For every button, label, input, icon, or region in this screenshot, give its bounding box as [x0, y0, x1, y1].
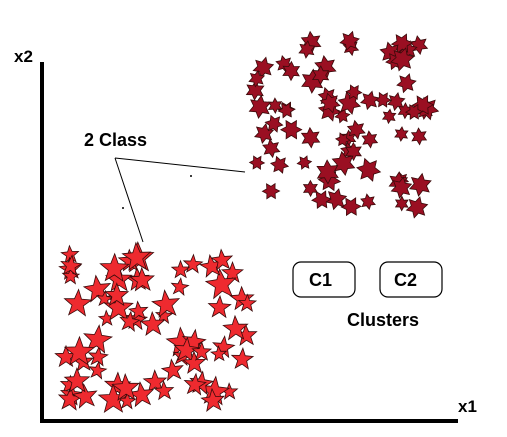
six-point-star-icon: [405, 196, 429, 219]
six-point-star-icon: [390, 33, 414, 54]
five-point-star-icon: [119, 310, 141, 333]
six-point-star-icon: [360, 193, 377, 211]
five-point-star-icon: [111, 373, 141, 401]
five-point-star-icon: [60, 254, 83, 277]
five-point-star-icon: [63, 367, 91, 393]
six-point-star-icon: [269, 155, 290, 174]
five-point-star-icon: [95, 289, 114, 308]
six-point-star-icon: [248, 155, 266, 170]
stray-dot: [122, 207, 124, 209]
class-annotation-label: 2 Class: [84, 130, 147, 150]
six-point-star-icon: [298, 40, 316, 59]
six-point-star-icon: [316, 159, 339, 185]
six-point-star-icon: [331, 150, 356, 177]
five-point-star-icon: [99, 252, 130, 282]
five-point-star-icon: [88, 360, 108, 380]
five-point-star-icon: [210, 248, 234, 271]
five-point-star-icon: [209, 344, 228, 362]
six-point-star-icon: [279, 119, 303, 140]
six-point-star-icon: [277, 102, 296, 119]
six-point-star-icon: [282, 60, 301, 82]
five-point-star-icon: [154, 305, 174, 324]
six-point-star-icon: [359, 90, 380, 111]
class-2-star-cluster: [245, 30, 440, 219]
six-point-star-icon: [361, 130, 379, 149]
cluster-box-c1-label: C1: [309, 270, 332, 290]
cluster-box-c2-label: C2: [394, 270, 417, 290]
five-point-star-icon: [182, 253, 204, 274]
five-point-star-icon: [170, 259, 191, 279]
pointer-line-to-class-1: [114, 157, 144, 243]
stray-dot: [190, 175, 192, 177]
six-point-star-icon: [261, 182, 281, 200]
five-point-star-icon: [104, 282, 130, 307]
five-point-star-icon: [142, 369, 168, 393]
six-point-star-icon: [311, 190, 332, 209]
six-point-star-icon: [345, 84, 363, 100]
pointer-line-to-class-2: [114, 157, 246, 173]
six-point-star-icon: [264, 114, 284, 133]
five-point-star-icon: [139, 310, 166, 336]
five-point-star-icon: [230, 347, 255, 370]
five-point-star-icon: [151, 289, 181, 318]
five-point-star-icon: [160, 358, 184, 382]
five-point-star-icon: [103, 291, 134, 321]
six-point-star-icon: [253, 122, 275, 144]
five-point-star-icon: [222, 314, 249, 341]
six-point-star-icon: [325, 188, 348, 211]
six-point-star-icon: [394, 195, 409, 212]
six-point-star-icon: [346, 119, 366, 140]
five-point-star-icon: [237, 293, 258, 312]
six-point-star-icon: [386, 92, 406, 112]
six-point-star-icon: [248, 94, 272, 119]
cluster-box-c1: [292, 261, 356, 298]
five-point-star-icon: [63, 288, 93, 317]
six-point-star-icon: [408, 172, 432, 197]
five-point-star-icon: [71, 382, 98, 409]
clusters-caption: Clusters: [347, 310, 419, 330]
six-point-star-icon: [334, 132, 351, 147]
six-point-star-icon: [248, 69, 266, 88]
five-point-star-icon: [87, 345, 109, 367]
five-point-star-icon: [191, 341, 213, 361]
five-point-star-icon: [220, 261, 244, 283]
five-point-star-icon: [121, 241, 152, 271]
six-point-star-icon: [390, 47, 415, 72]
six-point-star-icon: [262, 138, 281, 159]
five-point-star-icon: [182, 350, 207, 374]
five-point-star-icon: [153, 380, 175, 401]
six-point-star-icon: [394, 126, 409, 142]
six-point-star-icon: [311, 65, 330, 86]
six-point-star-icon: [319, 92, 341, 114]
six-point-star-icon: [300, 126, 321, 149]
five-point-star-icon: [207, 294, 232, 319]
six-point-star-icon: [410, 127, 428, 146]
five-point-star-icon: [183, 372, 207, 396]
six-point-star-icon: [381, 108, 397, 125]
six-point-star-icon: [390, 176, 413, 199]
six-point-star-icon: [396, 73, 417, 94]
x-axis-label: x1: [458, 397, 477, 416]
six-point-star-icon: [345, 141, 362, 162]
six-point-star-icon: [296, 155, 313, 170]
y-axis-label: x2: [14, 47, 33, 66]
five-point-star-icon: [170, 277, 190, 297]
five-point-star-icon: [83, 324, 114, 354]
five-point-star-icon: [63, 335, 95, 366]
five-point-star-icon: [129, 266, 155, 292]
five-point-star-icon: [200, 387, 226, 412]
six-point-star-icon: [340, 197, 362, 217]
five-point-star-icon: [127, 300, 149, 321]
six-point-star-icon: [302, 179, 319, 198]
six-point-star-icon: [356, 157, 382, 182]
five-point-star-icon: [204, 267, 237, 300]
six-point-star-icon: [404, 103, 424, 120]
six-point-star-icon: [339, 30, 360, 51]
five-point-star-icon: [173, 336, 200, 363]
class-1-star-cluster: [54, 240, 258, 414]
cluster-box-c2: [379, 261, 443, 298]
